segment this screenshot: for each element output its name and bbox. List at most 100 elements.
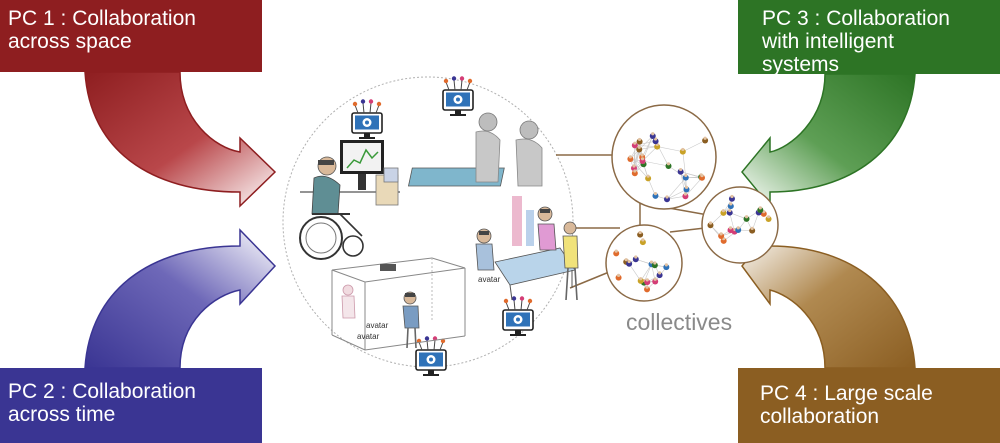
person-node [644, 279, 651, 286]
person-node-head [653, 261, 657, 265]
person-node [677, 168, 684, 175]
person-node [636, 138, 643, 145]
person-node-head [719, 232, 723, 236]
person-node [639, 158, 646, 165]
person-node [649, 132, 656, 139]
person-node-head [766, 215, 771, 219]
monitor-gear-icon [442, 75, 474, 117]
person-node-head [664, 263, 668, 267]
collaboration-circle [282, 76, 574, 368]
person-node [626, 260, 633, 267]
person-node [720, 209, 727, 216]
network-link [628, 263, 641, 282]
person-node-head [614, 249, 618, 253]
person-node-head [638, 230, 642, 235]
person-node-head [683, 192, 688, 196]
network-link [680, 171, 686, 197]
network-link [685, 177, 703, 197]
network-right [701, 186, 779, 264]
network-link [666, 177, 686, 200]
arrow-pc2 [84, 228, 277, 369]
person-node-head [736, 226, 740, 230]
wheelchair-icon [299, 140, 400, 260]
avatar-label: avatar [357, 332, 380, 341]
person-node [765, 216, 772, 223]
pc1-subtitle: across space [8, 30, 132, 53]
person-node-head [632, 164, 636, 168]
pc4-subtitle: collaboration [760, 405, 880, 428]
pc2-subtitle: across time [8, 403, 116, 426]
person-node-head [637, 137, 642, 142]
person-node [631, 170, 638, 177]
person-node [727, 227, 734, 234]
person-node [654, 143, 661, 150]
person-node-head [681, 147, 685, 152]
network-link [666, 189, 687, 200]
person-node-head [721, 209, 726, 213]
pc4-box: PC 4 : Large scale collaboration [738, 368, 1000, 443]
person-node-head [700, 173, 704, 178]
arrow-pc1 [84, 71, 277, 208]
person-icon [475, 196, 579, 301]
person-node-head [744, 215, 749, 219]
network-link [642, 160, 669, 167]
person-node [656, 272, 663, 279]
person-node [644, 286, 651, 293]
person-node [735, 227, 742, 234]
network-link [639, 146, 658, 150]
person-node-head [679, 167, 683, 172]
pc1-box: PC 1 : Collaboration across space [0, 0, 262, 72]
avatar-label: avatar [366, 321, 389, 330]
person-node [615, 274, 622, 281]
person-node [743, 215, 750, 222]
person-node [718, 233, 725, 240]
person-node [727, 203, 734, 210]
person-node [627, 156, 634, 163]
person-node [613, 250, 620, 257]
person-node [664, 196, 671, 203]
person-node [749, 227, 756, 234]
person-node-head [758, 206, 762, 210]
person-node [663, 264, 670, 271]
person-node-head [624, 258, 628, 262]
person-node [682, 174, 689, 181]
person-node [645, 175, 652, 182]
person-node-head [641, 238, 645, 242]
person-node-head [666, 162, 671, 166]
network-link [642, 146, 658, 162]
person-node-head [729, 202, 733, 206]
person-node-head [637, 145, 641, 149]
person-node [637, 277, 644, 284]
person-node [631, 142, 638, 149]
arrow-pc3 [741, 73, 916, 209]
pc3-subtitle-2: systems [762, 53, 840, 76]
pc1-title: PC 1 : Collaboration [8, 7, 196, 30]
person-node [639, 239, 646, 246]
pc3-box: PC 3 : Collaboration with intelligent sy… [738, 0, 1000, 76]
person-node [702, 137, 709, 144]
person-node [698, 174, 705, 181]
person-node [632, 256, 639, 263]
person-node [707, 222, 714, 229]
person-node-head [653, 192, 658, 196]
network-link [668, 165, 686, 178]
person-node-head [750, 226, 754, 230]
person-node-head [616, 273, 621, 277]
network-link [666, 195, 686, 200]
person-node-head [657, 271, 662, 275]
person-node-head [684, 185, 689, 189]
pc3-subtitle: with intelligent [762, 30, 894, 53]
person-node [682, 193, 689, 200]
person-node [652, 138, 659, 145]
pc2-box: PC 2 : Collaboration across time [0, 368, 262, 443]
network-link [640, 264, 652, 282]
person-icon [407, 112, 543, 187]
pc2-title: PC 2 : Collaboration [8, 380, 196, 403]
person-node-head [645, 278, 649, 282]
person-node [728, 195, 735, 202]
person-node-head [649, 260, 654, 264]
person-node-head [651, 132, 655, 136]
person-node-head [645, 285, 649, 289]
person-node [760, 210, 767, 217]
person-node-head [646, 174, 650, 178]
